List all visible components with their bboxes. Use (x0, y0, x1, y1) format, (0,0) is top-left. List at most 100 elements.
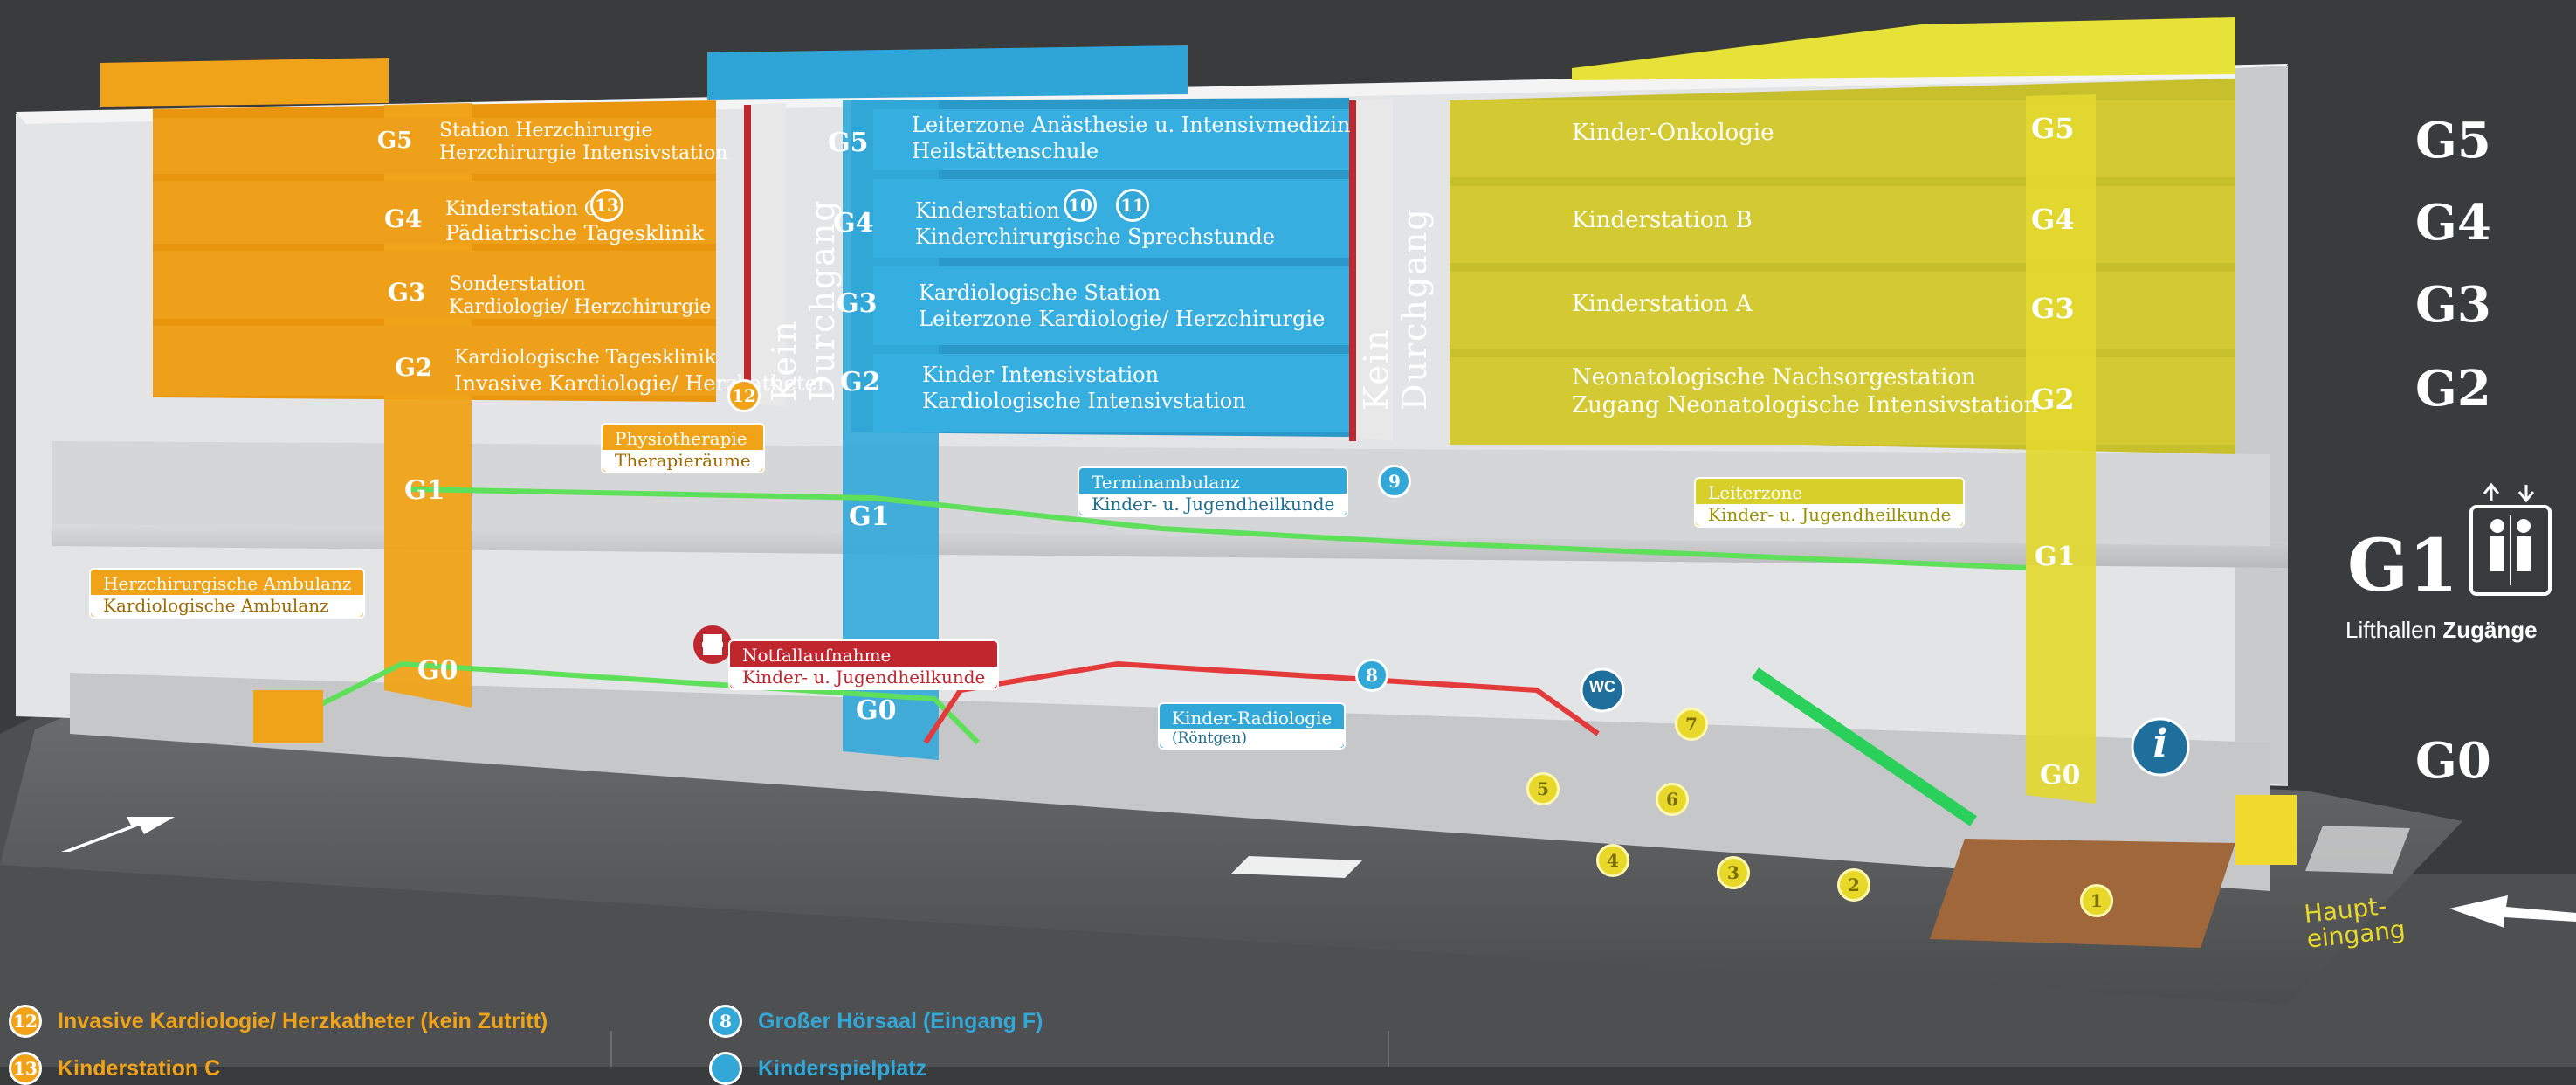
tag-physiotherapie[interactable]: Physiotherapie Therapieräume (601, 423, 765, 473)
left-g3-line2: Kardiologie/ Herzchirurgie (449, 296, 712, 318)
legend-item-8[interactable]: 8 Großer Hörsaal (Eingang F) (709, 1005, 1043, 1038)
left-g1-level: G1 (404, 475, 445, 506)
wc-icon-bg (1580, 667, 1625, 713)
index-g2[interactable]: G2 (2415, 360, 2491, 418)
lift-arrows (2483, 482, 2535, 503)
left-g0-level: G0 (417, 655, 458, 686)
index-g1[interactable]: G1 (2347, 524, 2459, 608)
marker-8[interactable]: 8 (1355, 659, 1388, 692)
right-g4-level: G4 (2031, 203, 2075, 236)
marker-7[interactable]: 7 (1675, 708, 1708, 741)
legend-text-8: Großer Hörsaal (Eingang F) (758, 1008, 1043, 1033)
mid-g4-line1: Kinderstation D (915, 198, 1084, 223)
mid-g2-line1: Kinder Intensivstation (922, 363, 1160, 387)
info-icon[interactable]: i (2152, 722, 2168, 766)
marker-9[interactable]: 9 (1378, 465, 1411, 498)
tag-leiter-line2: Kinder- u. Jugendheilkunde (1696, 504, 1964, 526)
left-g4-line2: Pädiatrische Tagesklinik (445, 221, 705, 245)
mid-g3-line1: Kardiologische Station (919, 280, 1161, 305)
marker-6[interactable]: 6 (1656, 783, 1689, 816)
tag-notfallaufnahme[interactable]: Notfallaufnahme Kinder- u. Jugendheilkun… (728, 639, 1000, 690)
left-g4-line1: Kinderstation C (445, 198, 599, 220)
right-g5-level: G5 (2031, 112, 2075, 145)
index-g5[interactable]: G5 (2415, 112, 2491, 169)
lift-caption: Lifthallen Zugänge (2345, 617, 2538, 644)
mid-g1-level: G1 (849, 501, 890, 532)
no-passage-label-left: Kein Durchgang (765, 198, 842, 402)
left-g2-level: G2 (395, 353, 433, 382)
wc-icon[interactable]: WC (1589, 678, 1615, 695)
green-route-g0 (313, 660, 981, 745)
tag-notfall-line1: Notfallaufnahme (742, 645, 892, 666)
tag-radio-line2: (Röntgen) (1160, 729, 1345, 749)
left-g5-line2: Herzchirurgie Intensivstation (439, 142, 728, 164)
no-passage-column-right (1349, 99, 1393, 441)
left-g2-line2: Invasive Kardiologie/ Herzkatheter (454, 371, 828, 396)
main-entrance-label: Haupt- eingang (2303, 891, 2407, 954)
legend-marker-spielplatz (709, 1052, 742, 1085)
right-g3-level: G3 (2031, 292, 2075, 325)
right-g1-level: G1 (2035, 542, 2076, 572)
tag-radio-line1: Kinder-Radiologie (1172, 708, 1333, 729)
index-g0[interactable]: G0 (2415, 732, 2491, 790)
tag-herzamb-line2: Kardiologische Ambulanz (91, 595, 364, 617)
index-g3[interactable]: G3 (2415, 276, 2491, 334)
legend-text-spielplatz: Kinderspielplatz (758, 1055, 927, 1081)
entrance-arrow-left (61, 817, 175, 852)
red-route-g0 (923, 660, 1600, 744)
right-g2-level: G2 (2031, 383, 2075, 416)
lift-icon (2469, 505, 2552, 596)
no-passage-column-left (744, 103, 786, 406)
left-elevator-block (253, 690, 323, 743)
marker-1[interactable]: 1 (2080, 884, 2113, 917)
tag-herzchirurgische-ambulanz[interactable]: Herzchirurgische Ambulanz Kardiologische… (89, 568, 366, 619)
marker-12[interactable]: 12 (727, 379, 761, 412)
mid-g5-line2: Heilstättenschule (912, 139, 1099, 163)
green-route-g1 (410, 487, 2027, 570)
marker-2[interactable]: 2 (1837, 868, 1870, 902)
marker-3[interactable]: 3 (1717, 856, 1750, 889)
mid-g4-line2: Kinderchirurgische Sprechstunde (915, 225, 1275, 249)
marker-10[interactable]: 10 (1064, 189, 1097, 222)
lift-caption-prefix: Lifthallen (2345, 617, 2437, 643)
lift-caption-bold: Zugänge (2442, 617, 2538, 643)
left-g4-level: G4 (384, 204, 423, 233)
middle-wing-floors (873, 109, 1349, 432)
tag-kinder-radiologie[interactable]: Kinder-Radiologie (Röntgen) (1158, 702, 1347, 750)
legend-item-spielplatz[interactable]: Kinderspielplatz (709, 1052, 926, 1085)
escalator (1752, 667, 1977, 826)
no-passage-label-right: Kein Durchgang (1357, 207, 1434, 411)
legend-text-12: Invasive Kardiologie/ Herzkatheter (kein… (58, 1008, 548, 1033)
mid-g5-level: G5 (828, 128, 869, 158)
road-markings-2 (2305, 826, 2410, 874)
left-g5-line1: Station Herzchirurgie (439, 120, 653, 142)
legend-item-13[interactable]: 13 Kinderstation C (9, 1052, 220, 1085)
legend-item-12[interactable]: 12 Invasive Kardiologie/ Herzkatheter (k… (9, 1005, 548, 1038)
marker-13[interactable]: 13 (590, 189, 623, 222)
tag-terminambulanz[interactable]: Terminambulanz Kinder- u. Jugendheilkund… (1078, 466, 1349, 517)
legend-marker-8: 8 (709, 1005, 742, 1038)
tag-leiterzone[interactable]: Leiterzone Kinder- u. Jugendheilkunde (1694, 477, 1966, 528)
marker-4[interactable]: 4 (1596, 844, 1629, 877)
right-g4-label: Kinderstation B (1572, 207, 1753, 233)
index-g4[interactable]: G4 (2415, 194, 2491, 252)
marker-5[interactable]: 5 (1526, 772, 1560, 805)
marker-11[interactable]: 11 (1116, 189, 1149, 222)
mid-g4-level: G4 (833, 208, 874, 238)
middle-wing-roof (707, 45, 1188, 100)
right-g3-label: Kinderstation A (1572, 291, 1753, 317)
road-markings (1231, 856, 1362, 878)
right-g0-level: G0 (2040, 760, 2081, 791)
left-g3-level: G3 (388, 278, 426, 307)
left-g5-level: G5 (377, 128, 413, 154)
tag-herzamb-line1: Herzchirurgische Ambulanz (103, 573, 352, 594)
legend-marker-13: 13 (9, 1052, 42, 1085)
left-g3-line1: Sonderstation (449, 273, 586, 295)
mid-g3-level: G3 (837, 288, 878, 319)
entrance-arrow-right (2449, 895, 2576, 928)
right-wing-roof (1572, 17, 2235, 80)
legend-marker-12: 12 (9, 1005, 42, 1038)
tag-physio-line2: Therapieräume (603, 450, 763, 472)
tag-notfall-line2: Kinder- u. Jugendheilkunde (730, 667, 998, 688)
